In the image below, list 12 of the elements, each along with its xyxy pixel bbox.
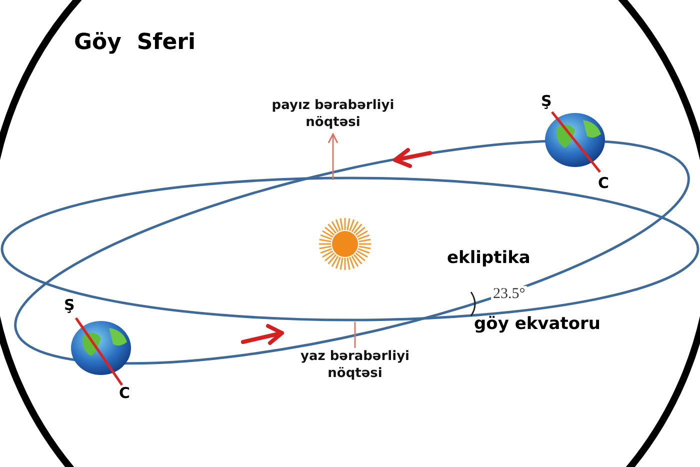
- diagram-label: 23.5°: [491, 286, 528, 303]
- diagram-label: C: [598, 174, 610, 192]
- leader-line: [328, 133, 338, 180]
- diagram-label: göy ekvatoru: [474, 314, 601, 334]
- equinox-label: yaz bərabərliyi nöqtəsi: [280, 348, 430, 382]
- diagram-label: Ş: [64, 296, 75, 314]
- diagram-label: Ş: [541, 92, 552, 110]
- diagram-label: C: [119, 384, 130, 402]
- diagram-label: ekliptika: [447, 248, 530, 268]
- leader-line: [354, 322, 356, 348]
- equinox-label: payız bərabərliyi nöqtəsi: [258, 97, 408, 131]
- diagram-title: Göy Sferi: [74, 30, 196, 55]
